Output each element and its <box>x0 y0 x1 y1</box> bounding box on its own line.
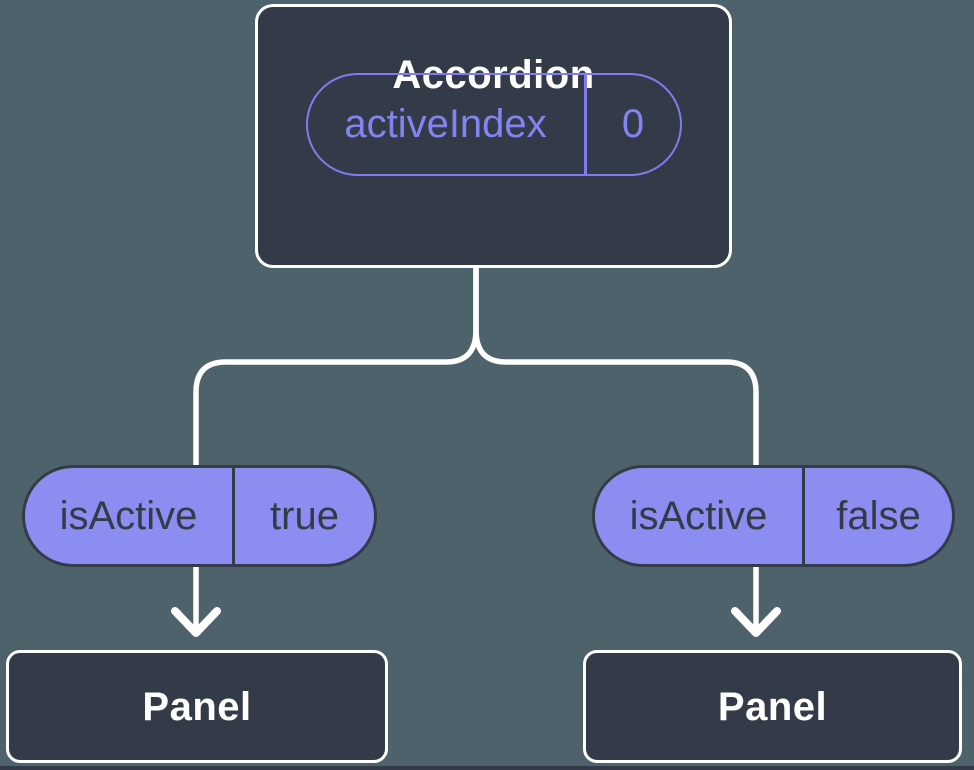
state-value-label: 0 <box>621 102 645 146</box>
prop-key-label: isActive <box>59 493 198 538</box>
pill-divider <box>583 75 587 174</box>
accordion-node-title: Accordion <box>392 53 595 97</box>
prop-value-label: true <box>270 493 339 538</box>
prop-key-label: isActive <box>629 493 768 538</box>
state-pill-activeindex: activeIndex 0 <box>305 73 682 176</box>
state-key-label: activeIndex <box>344 102 547 146</box>
connector-left-branch <box>193 265 479 628</box>
cropped-element-edge <box>0 766 974 770</box>
prop-value-label: false <box>836 493 921 538</box>
panel-node-right: Panel <box>583 650 962 763</box>
prop-pill-isactive-true: isActive true <box>22 465 377 567</box>
panel-node-title: Panel <box>717 684 828 729</box>
pill-divider <box>232 468 235 564</box>
panel-node-left: Panel <box>6 650 388 763</box>
arrowhead-left-icon <box>171 607 221 637</box>
connector-right-branch <box>473 265 759 628</box>
pill-divider <box>802 468 805 564</box>
accordion-node: Accordion activeIndex 0 <box>255 4 732 268</box>
prop-pill-isactive-false: isActive false <box>592 465 955 567</box>
arrowhead-right-icon <box>731 607 781 637</box>
panel-node-title: Panel <box>142 684 252 729</box>
